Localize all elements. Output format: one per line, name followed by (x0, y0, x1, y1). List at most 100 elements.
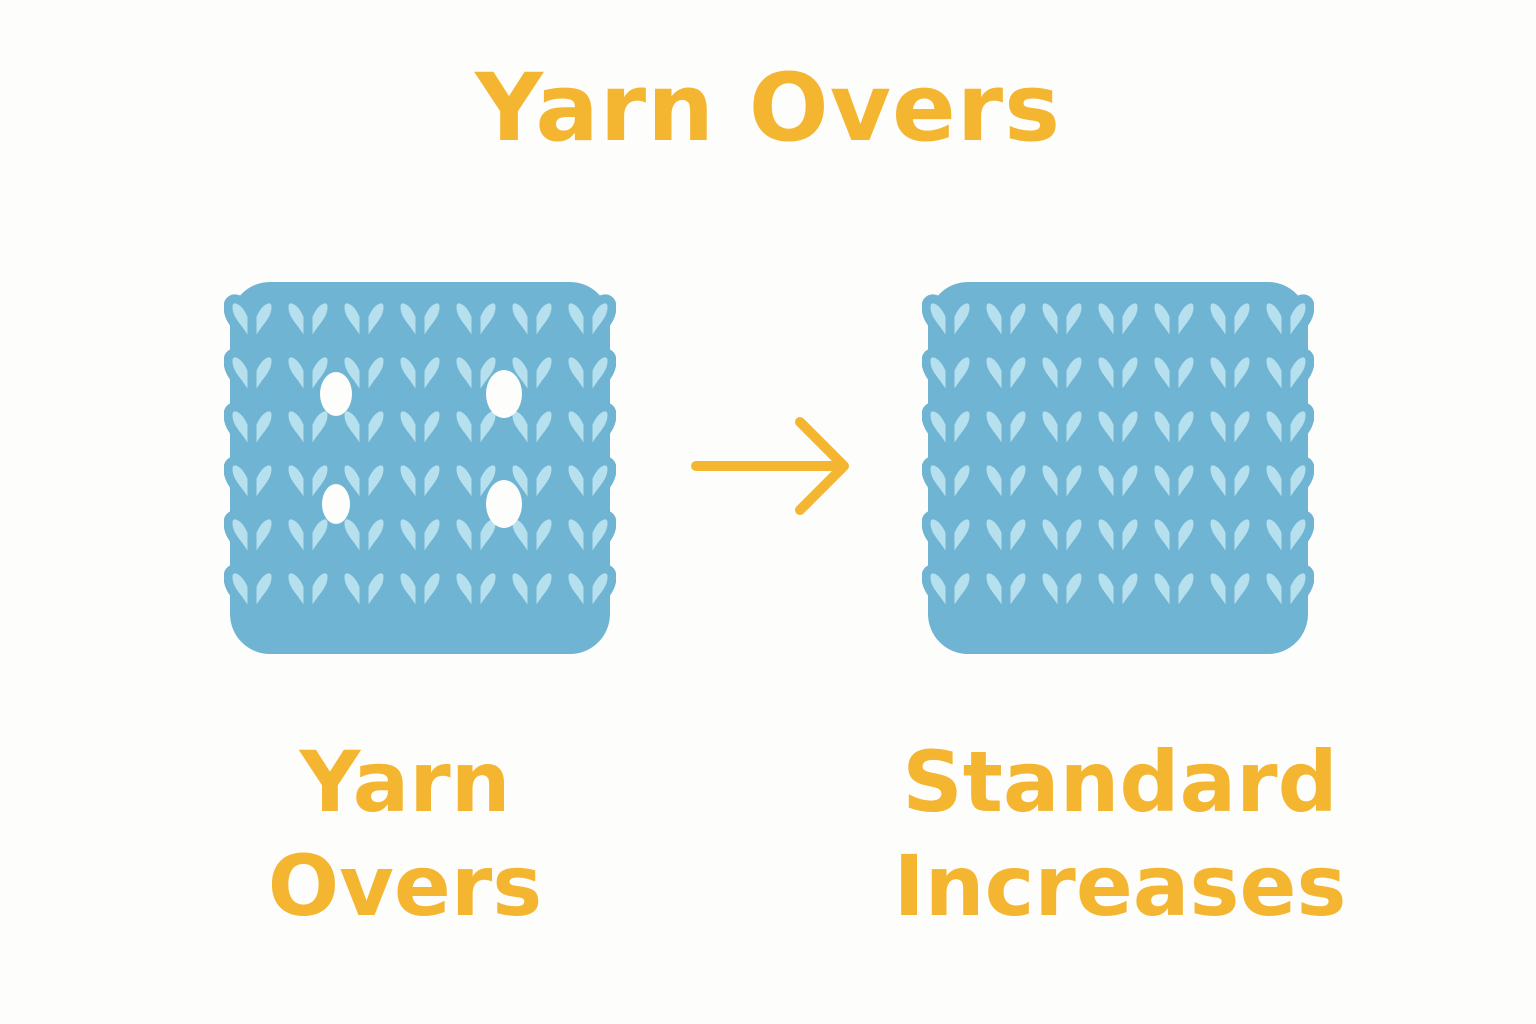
standard-increases-label-line1: Standard (902, 733, 1338, 831)
page-title: Yarn Overs (474, 54, 1062, 163)
yarn-over-stitch-left-leg (279, 510, 313, 579)
yarn-over-stitch-right-leg (247, 564, 281, 633)
yarn-over-stitch-left-leg (447, 402, 481, 471)
yarn-over-stitch-left-leg (224, 294, 257, 363)
standard-increase-stitch-left-leg (977, 294, 1011, 363)
yarn-over-stitch-right-leg (527, 510, 561, 579)
yarn-over-stitch-right-leg (303, 294, 337, 363)
yarn-over-stitch-right-leg (527, 456, 561, 525)
standard-increase-stitch-right-leg (1281, 294, 1314, 363)
standard-increase-stitch-right-leg (1057, 348, 1091, 417)
standard-increase-stitch-left-leg (922, 348, 955, 417)
yarn-over-stitch-right-leg (583, 294, 616, 363)
standard-increase-stitch-right-leg (1225, 510, 1259, 579)
standard-increase-stitch-right-leg (945, 348, 979, 417)
standard-increase-stitch-right-leg (1113, 456, 1147, 525)
yarn-over-stitch-left-leg (224, 402, 257, 471)
yarn-over-yarn-over-hole (320, 372, 352, 416)
yarn-over-stitch-right-leg (471, 456, 505, 525)
standard-increase-stitch-left-leg (1201, 402, 1235, 471)
yarn-over-stitch-left-leg (503, 294, 537, 363)
yarn-over-stitch-left-leg (391, 402, 425, 471)
standard-increase-stitch-left-leg (1201, 564, 1235, 633)
standard-increase-stitch-right-leg (1169, 402, 1203, 471)
yarn-over-stitch-right-leg (359, 402, 393, 471)
yarn-over-stitch-left-leg (279, 456, 313, 525)
yarn-over-stitch-right-leg (583, 510, 616, 579)
standard-increases-label-line2: Increases (893, 837, 1347, 935)
standard-increase-stitch-left-leg (1201, 456, 1235, 525)
standard-increase-stitch-left-leg (1257, 402, 1291, 471)
yarn-over-stitch-left-leg (279, 564, 313, 633)
yarn-over-swatch-illustration (224, 276, 616, 668)
yarn-over-stitch-right-leg (527, 564, 561, 633)
yarn-over-stitch-right-leg (247, 348, 281, 417)
yarn-over-yarn-over-hole (322, 484, 350, 524)
yarn-over-stitch-right-leg (415, 456, 449, 525)
standard-increase-stitch-right-leg (1281, 402, 1314, 471)
yarn-over-stitch-left-leg (224, 564, 257, 633)
standard-increase-swatch-illustration (922, 276, 1314, 668)
yarn-over-stitch-left-leg (391, 456, 425, 525)
yarn-over-stitch-left-leg (335, 294, 369, 363)
yarn-over-stitch-left-leg (503, 564, 537, 633)
standard-increase-stitch-left-leg (1033, 510, 1067, 579)
yarn-over-stitch-left-leg (224, 456, 257, 525)
yarn-over-stitch-right-leg (303, 564, 337, 633)
standard-increase-stitch-left-leg (1257, 456, 1291, 525)
yarn-over-stitch-right-leg (415, 348, 449, 417)
standard-increase-stitch-right-leg (1001, 348, 1035, 417)
yarn-over-stitch-left-leg (447, 294, 481, 363)
standard-increase-stitch-right-leg (1169, 510, 1203, 579)
standard-increase-stitch-left-leg (1089, 294, 1123, 363)
yarn-over-stitch-left-leg (335, 348, 369, 417)
yarn-over-stitch-right-leg (471, 348, 505, 417)
yarn-over-stitch-right-leg (583, 348, 616, 417)
standard-increase-stitch-left-leg (922, 456, 955, 525)
standard-increase-stitch-right-leg (1001, 402, 1035, 471)
standard-increase-stitch-right-leg (1281, 564, 1314, 633)
arrow-head (795, 417, 849, 515)
yarn-over-stitch-left-leg (279, 294, 313, 363)
yarn-over-stitch-right-leg (415, 510, 449, 579)
standard-increase-stitch-left-leg (922, 294, 955, 363)
standard-increase-stitch-left-leg (1089, 510, 1123, 579)
yarn-over-stitch-right-leg (583, 456, 616, 525)
yarn-over-stitch-left-leg (335, 564, 369, 633)
standard-increase-stitch-left-leg (1033, 456, 1067, 525)
yarn-over-stitch-left-leg (503, 348, 537, 417)
yarn-over-stitch-right-leg (359, 510, 393, 579)
standard-increase-stitch-right-leg (1001, 510, 1035, 579)
yarn-over-stitch-left-leg (447, 510, 481, 579)
yarn-over-stitch-right-leg (247, 456, 281, 525)
standard-increase-stitch-left-leg (1257, 348, 1291, 417)
standard-increase-stitch-right-leg (1169, 456, 1203, 525)
standard-increase-stitch-right-leg (1169, 564, 1203, 633)
standard-increase-stitch-right-leg (1281, 456, 1314, 525)
yarn-over-stitch-right-leg (527, 348, 561, 417)
standard-increase-stitch-right-leg (1057, 456, 1091, 525)
standard-increase-stitch-right-leg (945, 402, 979, 471)
yarn-over-stitch-left-leg (335, 456, 369, 525)
standard-increase-stitch-right-leg (1225, 294, 1259, 363)
yarn-over-stitch-right-leg (359, 564, 393, 633)
standard-increase-stitch-right-leg (945, 510, 979, 579)
standard-increase-stitch-left-leg (1201, 348, 1235, 417)
standard-increase-stitch-left-leg (1033, 564, 1067, 633)
standard-increase-stitch-right-leg (1225, 564, 1259, 633)
standard-increase-stitch-left-leg (977, 564, 1011, 633)
yarn-over-yarn-over-hole (486, 370, 522, 418)
standard-increase-stitch-right-leg (1001, 564, 1035, 633)
standard-increase-stitch-left-leg (1089, 402, 1123, 471)
standard-increase-stitch-right-leg (945, 294, 979, 363)
standard-increase-swatch-svg (922, 282, 1314, 654)
standard-increase-stitch-right-leg (945, 456, 979, 525)
standard-increase-stitch-left-leg (1089, 564, 1123, 633)
yarn-over-stitch-right-leg (247, 402, 281, 471)
yarn-over-stitch-left-leg (447, 564, 481, 633)
yarn-over-stitch-right-leg (359, 348, 393, 417)
standard-increase-stitch-right-leg (1281, 510, 1314, 579)
standard-increase-stitch-right-leg (1057, 402, 1091, 471)
standard-increase-stitch-left-leg (1145, 510, 1179, 579)
standard-increase-stitch-left-leg (1257, 510, 1291, 579)
